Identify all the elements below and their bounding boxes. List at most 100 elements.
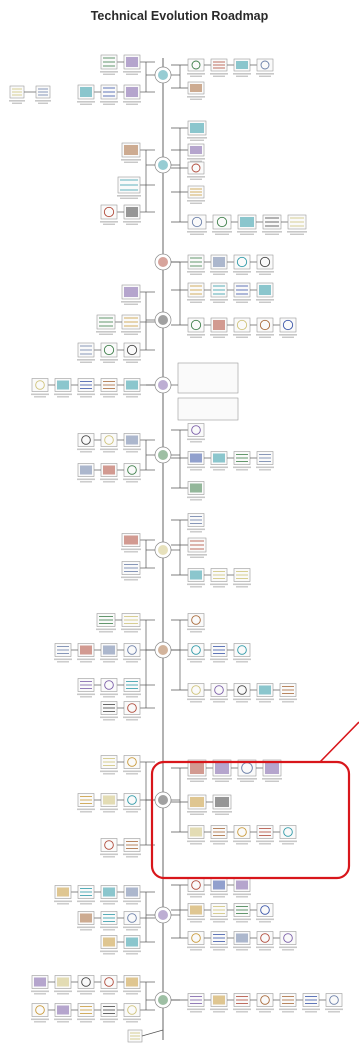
thumbnail-caption	[120, 197, 138, 199]
thumbnail-caption	[124, 631, 138, 633]
thumbnail-caption	[80, 1021, 92, 1023]
thumbnail-caption	[96, 628, 116, 631]
thumbnail-caption	[80, 993, 92, 995]
thumbnail-caption	[123, 853, 141, 856]
thumbnail-caption	[31, 393, 49, 396]
thumbnail-caption	[190, 949, 202, 951]
thumbnail-caption	[213, 661, 225, 663]
thumbnail-image	[103, 937, 115, 947]
thumbnail-caption	[103, 1021, 115, 1023]
thumbnail-caption	[124, 303, 138, 305]
thumbnail-caption	[215, 813, 229, 815]
thumbnail-icon	[187, 423, 205, 437]
thumbnail-image	[103, 465, 115, 475]
thumbnail-caption	[210, 299, 228, 301]
thumbnail-caption	[57, 661, 69, 663]
thumbnail-caption	[124, 579, 138, 581]
thumbnail-caption	[99, 333, 113, 335]
thumbnail-caption	[328, 1011, 340, 1013]
thumbnail-caption	[100, 221, 118, 223]
thumbnail-caption	[100, 359, 118, 361]
thumbnail-sketch	[191, 216, 203, 228]
thumbnail-caption	[213, 921, 225, 923]
thumbnail-caption	[123, 448, 141, 451]
thumbnail-image	[103, 645, 115, 655]
thumbnail-caption	[259, 921, 271, 923]
thumbnail-sketch	[81, 977, 91, 987]
thumbnail-caption	[103, 929, 115, 931]
thumbnail-caption	[31, 990, 49, 993]
thumbnail-caption	[100, 926, 118, 929]
thumbnail-image	[190, 797, 204, 807]
thumbnail-caption	[213, 336, 225, 338]
thumbnail-sketch	[191, 615, 201, 625]
thumbnail-caption	[100, 1018, 118, 1021]
thumbnail-caption	[103, 856, 115, 858]
thumbnail-image	[126, 207, 138, 217]
thumbnail-sketch	[259, 319, 271, 331]
thumbnail-caption	[236, 921, 248, 923]
thumbnail-sketch	[191, 933, 201, 943]
thumbnail-sketch	[127, 913, 137, 923]
thumbnail-caption	[123, 1018, 141, 1021]
thumbnail-caption	[121, 301, 141, 303]
thumbnail-caption	[190, 202, 202, 204]
thumbnail-caption	[80, 696, 92, 698]
thumbnail-caption	[190, 301, 202, 303]
thumbnail-caption	[100, 71, 118, 73]
thumbnail-caption	[34, 396, 46, 398]
thumbnail-caption	[213, 75, 225, 77]
thumbnail-caption	[103, 661, 115, 663]
thumbnail-caption	[187, 528, 205, 531]
thumbnail-caption	[103, 451, 115, 453]
thumbnail-caption	[190, 896, 202, 898]
diagram-title: Technical Evolution Roadmap	[90, 9, 269, 23]
thumbnail-caption	[77, 448, 95, 451]
thumbnail-image	[190, 827, 202, 837]
thumbnail-caption	[187, 137, 207, 139]
thumbnail-caption	[123, 716, 141, 719]
thumbnail-caption	[103, 696, 115, 698]
thumbnail-sketch	[127, 1005, 137, 1015]
thumbnail-sketch	[260, 995, 270, 1005]
thumbnail-caption	[187, 96, 205, 98]
thumbnail-caption	[240, 233, 254, 235]
thumbnail-sketch	[283, 827, 293, 837]
thumbnail-caption	[126, 696, 138, 698]
thumbnail-caption	[9, 100, 25, 102]
thumbnail-caption	[54, 1018, 72, 1021]
thumbnail-sketch	[236, 319, 248, 331]
thumbnail-caption	[123, 101, 141, 103]
thumbnail-caption	[190, 661, 202, 663]
thumbnail-caption	[123, 990, 141, 993]
thumbnail-icon	[31, 378, 49, 392]
thumbnail-caption	[187, 271, 205, 273]
thumbnail-sketch	[260, 60, 270, 70]
thumbnail-caption	[213, 273, 225, 275]
thumbnail-caption	[259, 301, 271, 303]
thumbnail-caption	[210, 73, 228, 75]
thumbnail-sketch	[260, 933, 270, 943]
thumbnail-sketch	[191, 645, 201, 655]
thumbnail-sketch	[216, 216, 228, 228]
thumbnail-icon	[256, 254, 274, 270]
thumbnail-caption	[123, 478, 141, 481]
thumbnail-caption	[187, 231, 207, 233]
thumbnail-caption	[236, 1011, 248, 1013]
thumbnail-caption	[126, 773, 138, 775]
hub-icon-fill	[158, 545, 168, 555]
thumbnail-caption	[123, 770, 141, 773]
thumbnail-caption	[256, 1008, 274, 1011]
thumbnail-sketch	[237, 827, 247, 837]
thumbnail-image	[236, 933, 248, 943]
thumbnail-image	[265, 762, 279, 774]
hub-icon-fill	[158, 257, 168, 267]
thumbnail-caption	[233, 840, 251, 843]
thumbnail-caption	[256, 299, 274, 301]
thumbnail-sketch	[191, 60, 201, 70]
thumbnail-caption	[256, 698, 274, 701]
thumbnail-caption	[282, 1011, 294, 1013]
thumbnail-caption	[121, 548, 141, 551]
thumbnail-sketch	[126, 344, 138, 356]
thumbnail-caption	[325, 1008, 343, 1011]
